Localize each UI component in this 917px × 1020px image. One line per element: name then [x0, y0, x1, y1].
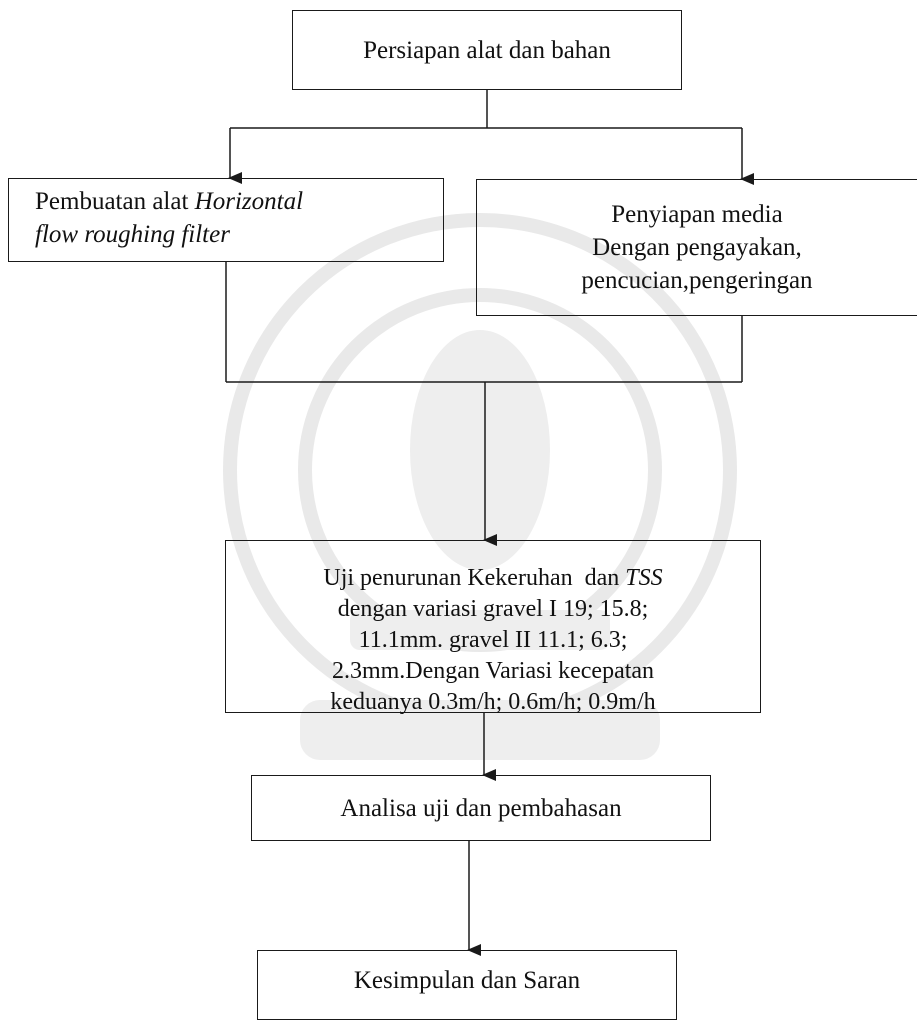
step-pembuatan-box: Pembuatan alat Horizontal flow roughing …	[8, 178, 444, 262]
step-uji-line1: Uji penurunan Kekeruhan dan TSS	[323, 563, 662, 594]
step-pembuatan-line2: flow roughing filter	[35, 221, 230, 248]
step-persiapan-text: Persiapan alat dan bahan	[363, 36, 611, 64]
step-kesimpulan-box: Kesimpulan dan Saran	[257, 950, 677, 1020]
step-uji-box: Uji penurunan Kekeruhan dan TSS dengan v…	[225, 540, 761, 715]
step-penyiapan-box: Penyiapan media Dengan pengayakan, pencu…	[476, 179, 917, 316]
step-persiapan-box: Persiapan alat dan bahan	[292, 10, 682, 90]
step-uji-line3: 11.1mm. gravel II 11.1; 6.3;	[358, 627, 628, 653]
step-analisa-box: Analisa uji dan pembahasan	[251, 775, 711, 841]
step-kesimpulan-text: Kesimpulan dan Saran	[353, 966, 581, 994]
step-penyiapan-line3: pencucian,pengeringan	[581, 267, 813, 294]
step-pembuatan-line1-plain: Pembuatan alat	[35, 188, 195, 215]
step-uji-line1-italic: TSS	[625, 565, 663, 591]
step-pembuatan-line1: Pembuatan alat Horizontal	[35, 185, 303, 218]
step-penyiapan-line2: Dengan pengayakan,	[592, 234, 802, 261]
step-pembuatan-line1-italic: Horizontal	[194, 188, 304, 215]
step-uji-line4: 2.3mm.Dengan Variasi kecepatan	[331, 658, 655, 684]
step-analisa-text: Analisa uji dan pembahasan	[340, 794, 622, 822]
step-penyiapan-line1: Penyiapan media	[611, 201, 783, 228]
step-uji-line5: keduanya 0.3m/h; 0.6m/h; 0.9m/h	[330, 689, 656, 715]
step-uji-line1-plain: Uji penurunan Kekeruhan dan	[323, 565, 626, 591]
step-uji-line2: dengan variasi gravel I 19; 15.8;	[337, 596, 649, 622]
